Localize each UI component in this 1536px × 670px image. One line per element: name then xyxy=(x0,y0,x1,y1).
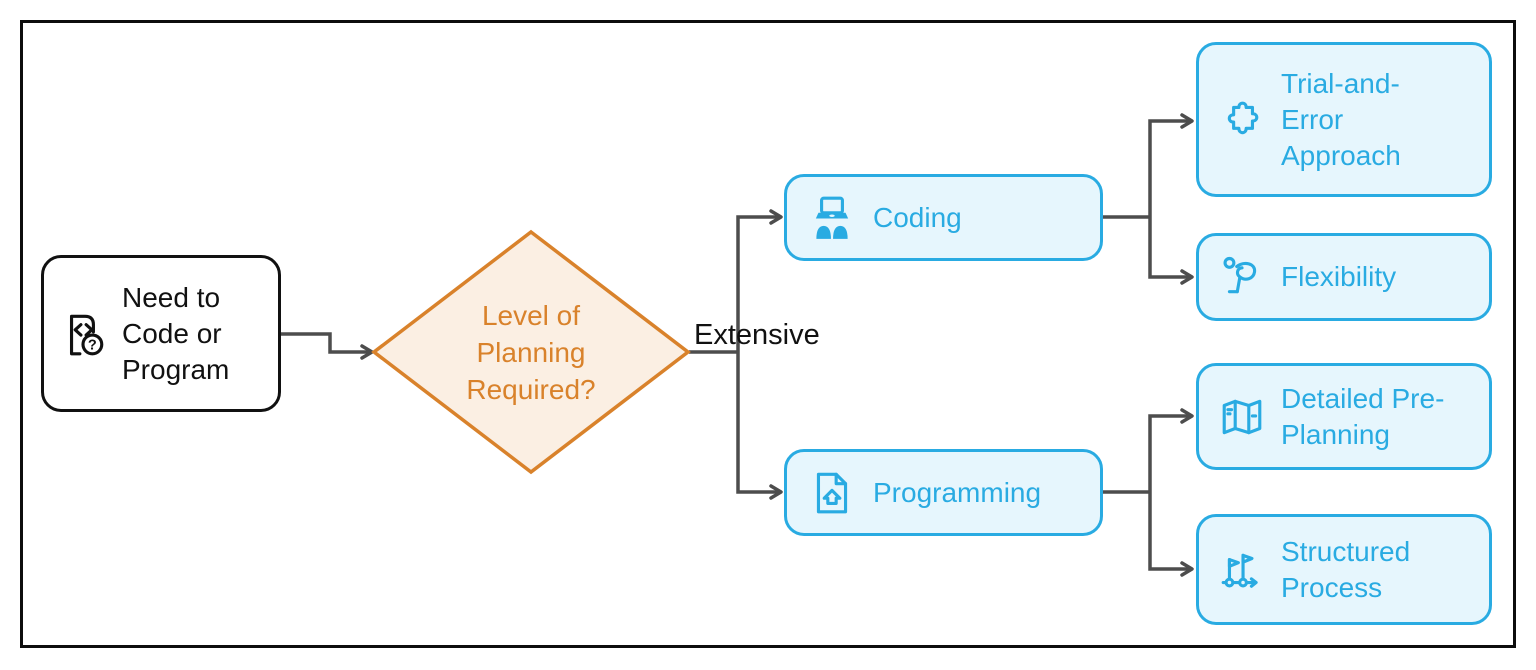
edge-coding-trial xyxy=(1148,113,1194,217)
svg-text:?: ? xyxy=(88,337,97,353)
node-coding: Coding xyxy=(784,174,1103,261)
gymnast-icon xyxy=(1223,256,1257,294)
file-code-question-icon: ? xyxy=(69,314,104,355)
node-flexibility-label: Flexibility xyxy=(1281,261,1397,292)
edge-coding-flexibility xyxy=(1148,217,1194,285)
node-decision-label: Level of Planning Required? xyxy=(466,299,596,405)
edge-programming-preplanning xyxy=(1148,408,1194,492)
node-trial-and-error: Trial-and-Error Approach xyxy=(1196,42,1492,197)
edge-start-decision xyxy=(281,332,374,360)
laptop-learners-icon xyxy=(815,196,849,239)
node-start-label: Need to Code or Program xyxy=(122,281,230,385)
node-preplanning-label: Detailed Pre-Planning xyxy=(1281,382,1445,450)
node-preplanning: Detailed Pre-Planning xyxy=(1196,363,1492,470)
document-home-icon xyxy=(816,472,848,513)
edge-label-extensive: Extensive xyxy=(694,319,820,351)
node-trial-and-error-label: Trial-and-Error Approach xyxy=(1281,67,1401,171)
node-decision: Level of Planning Required? xyxy=(374,232,688,472)
milestone-flags-icon xyxy=(1221,553,1258,588)
node-coding-label: Coding xyxy=(873,201,962,233)
node-structured-process-label: Structured Process xyxy=(1281,535,1411,603)
node-flexibility: Flexibility xyxy=(1196,233,1492,321)
node-programming-label: Programming xyxy=(873,476,1042,508)
node-programming: Programming xyxy=(784,449,1103,536)
node-start: ? Need to Code or Program xyxy=(41,255,281,412)
puzzle-icon xyxy=(1227,101,1259,134)
edge-programming-structured xyxy=(1148,492,1194,577)
node-structured-process: Structured Process xyxy=(1196,514,1492,625)
edge-decision-coding xyxy=(736,209,783,352)
edge-decision-programming xyxy=(736,352,783,500)
map-icon xyxy=(1222,399,1262,434)
decision-diamond xyxy=(371,229,691,475)
